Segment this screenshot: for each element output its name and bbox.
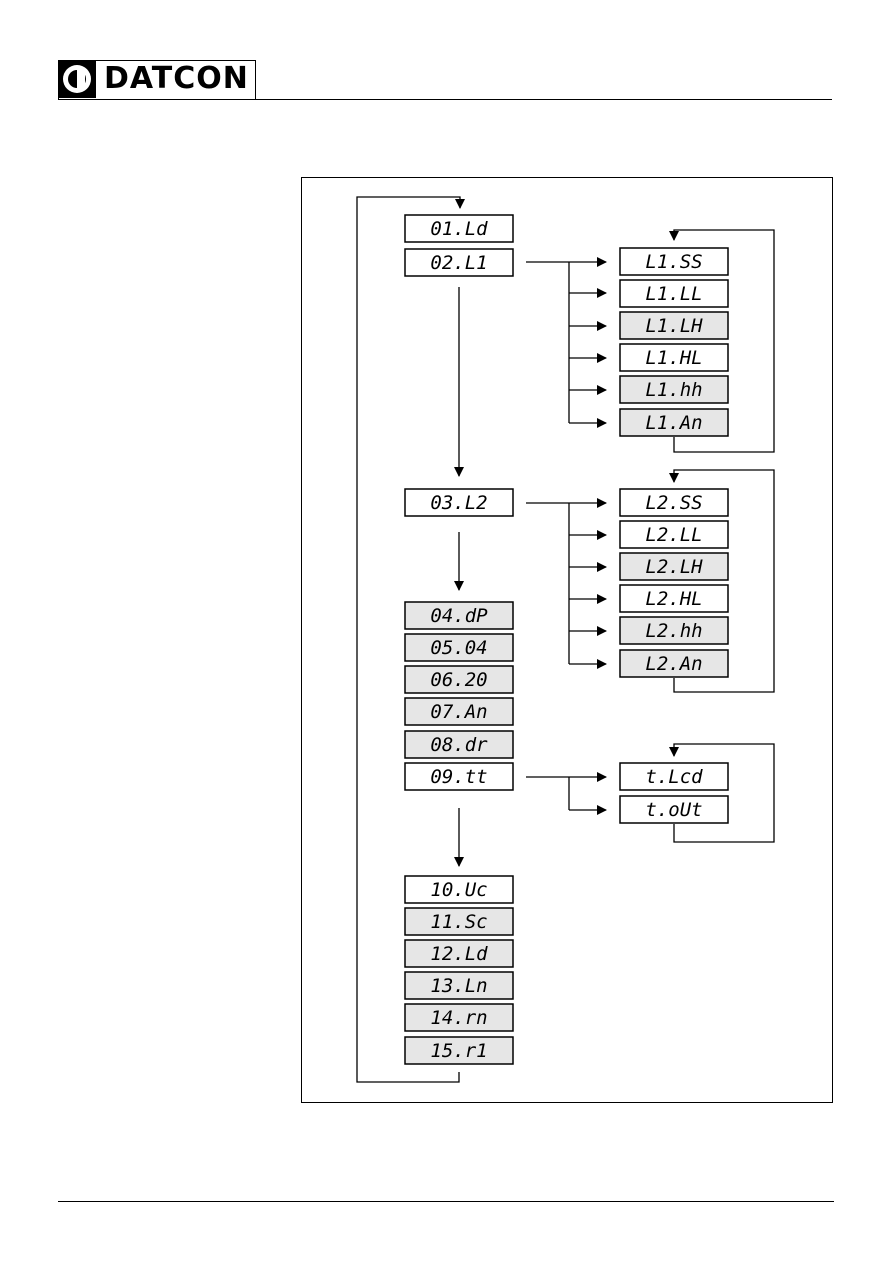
footer-rule [58, 1201, 834, 1202]
menu-item-04-dp-box [404, 601, 514, 630]
menu-item-11-sc-label: 11.Sc [430, 911, 487, 933]
menu-item-08-dr-label: 08.dr [430, 734, 488, 756]
menu-item-03-l2-box [404, 488, 514, 517]
l1-param-l1-hl-label: L1.HL [645, 347, 702, 369]
menu-item-11-sc-box [404, 907, 514, 936]
l1-param-l1-an-box [619, 408, 729, 437]
l1-param-l1-ss-box [619, 247, 729, 276]
menu-item-07-an-box [404, 697, 514, 726]
menu-item-07-an-label: 07.An [430, 701, 487, 723]
menu-item-06-20-label: 06.20 [430, 669, 487, 691]
logo-mark-icon [58, 60, 96, 98]
l1-param-l1-ll-box [619, 279, 729, 308]
datcon-logo: DATCON [58, 60, 256, 100]
l2-param-l2-ll-box [619, 520, 729, 549]
menu-item-08-dr-box [404, 730, 514, 759]
menu-item-12-ld-label: 12.Ld [430, 943, 488, 965]
menu-item-13-ln-label: 13.Ln [430, 975, 487, 997]
menu-item-04-dp-label: 04.dP [430, 605, 488, 627]
menu-item-15-r1-box [404, 1036, 514, 1065]
menu-item-05-04-box [404, 633, 514, 662]
menu-item-03-l2-label: 03.L2 [430, 492, 487, 514]
menu-item-10-uc-label: 10.Uc [430, 879, 487, 901]
l2-param-l2-ll-label: L2.LL [645, 524, 702, 546]
menu-item-10-uc-box [404, 875, 514, 904]
menu-item-01-ld-box [404, 214, 514, 243]
l1-param-l1-hh-box [619, 375, 729, 404]
l2-param-l2-an-label: L2.An [645, 653, 702, 675]
brand-name: DATCON [104, 61, 249, 96]
menu-item-14-rn-label: 14.rn [430, 1007, 487, 1029]
main-loop-line [356, 196, 465, 1083]
l1-param-l1-hl-box [619, 343, 729, 372]
l1-param-l1-ss-label: L1.SS [645, 251, 702, 273]
l1-param-l1-an-label: L1.An [645, 412, 702, 434]
menu-item-06-20-box [404, 665, 514, 694]
l2-param-l2-lh-box [619, 552, 729, 581]
l1-param-l1-hh-label: L1.hh [645, 379, 702, 401]
menu-item-01-ld-label: 01.Ld [430, 218, 488, 240]
l1-param-l1-lh-label: L1.LH [645, 315, 703, 337]
l2-param-l2-ss-box [619, 488, 729, 517]
menu-item-02-l1-box [404, 248, 514, 277]
t-param-t-out-box [619, 795, 729, 824]
menu-item-05-04-label: 05.04 [430, 637, 487, 659]
l1-param-l1-lh-box [619, 311, 729, 340]
l2-param-l2-hl-box [619, 584, 729, 613]
diagram-frame [301, 177, 833, 1103]
menu-item-12-ld-box [404, 939, 514, 968]
menu-item-09-tt-label: 09.tt [430, 766, 487, 788]
l2-param-l2-an-box [619, 649, 729, 678]
l2-param-l2-ss-label: L2.SS [645, 492, 702, 514]
t-param-t-out-label: t.oUt [645, 799, 702, 821]
menu-item-15-r1-label: 15.r1 [430, 1040, 487, 1062]
l2-param-l2-hh-label: L2.hh [645, 620, 702, 642]
t-param-t-lcd-label: t.Lcd [645, 766, 703, 788]
menu-item-14-rn-box [404, 1003, 514, 1032]
menu-item-09-tt-box [404, 762, 514, 791]
header-rule [256, 99, 832, 100]
l2-param-l2-hl-label: L2.HL [645, 588, 702, 610]
t-param-t-lcd-box [619, 762, 729, 791]
l2-param-l2-lh-label: L2.LH [645, 556, 703, 578]
l1-param-l1-ll-label: L1.LL [645, 283, 702, 305]
menu-item-13-ln-box [404, 971, 514, 1000]
menu-item-02-l1-label: 02.L1 [430, 252, 487, 274]
l2-param-l2-hh-box [619, 616, 729, 645]
